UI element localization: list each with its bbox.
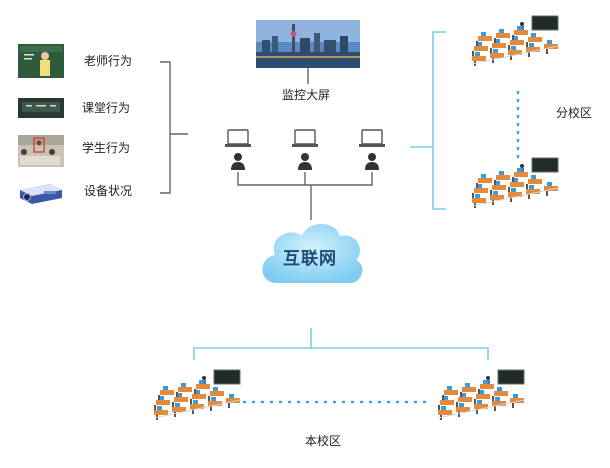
main-classroom-icon [437, 369, 525, 421]
cloud-icon [262, 224, 363, 284]
behavior-device-label: 设备状况 [84, 184, 133, 198]
branch-bracket [410, 31, 446, 210]
monitor-label: 监控大屏 [282, 88, 331, 102]
classroom-photo-icon [18, 98, 64, 118]
terminals-connector [237, 172, 373, 220]
main-campus-label: 本校区 [305, 434, 342, 448]
branch-classroom-icon [471, 15, 559, 67]
computer-user-icon [224, 129, 252, 171]
behavior-bracket [160, 61, 188, 194]
monitor-screen-icon [256, 20, 360, 68]
branch-classroom-icon [471, 157, 559, 209]
behavior-classroom-label: 课堂行为 [82, 101, 131, 115]
branch-campus-label: 分校区 [556, 106, 593, 120]
projector-icon [20, 184, 62, 204]
behavior-teacher-label: 老师行为 [84, 54, 133, 68]
main-classroom-icon [153, 369, 241, 421]
computer-user-icon [358, 129, 386, 171]
cloud-label: 互联网 [283, 249, 337, 269]
teacher-photo-icon [18, 44, 64, 78]
student-photo-icon [18, 135, 64, 167]
main-campus-bracket [193, 328, 489, 360]
behavior-student-label: 学生行为 [82, 141, 131, 155]
computer-user-icon [291, 129, 319, 171]
